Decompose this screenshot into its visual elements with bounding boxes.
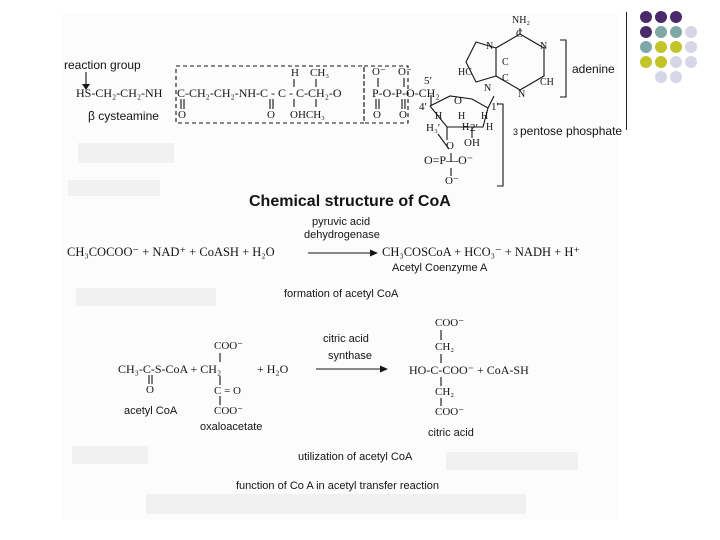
two-prime-label: 2′ xyxy=(470,122,478,134)
reaction1-products: CH₃COSCoA + HCO₃⁻ + NADH + H⁺ xyxy=(382,245,580,259)
pantothenate-chain: C-CH₂-CH₂-NH-C - C - C-CH₂-O xyxy=(177,86,342,100)
reaction2-enzyme-line1: citric acid xyxy=(323,333,369,345)
adenine-n-left: N xyxy=(486,41,494,52)
phosphate-o-1: O xyxy=(373,109,381,121)
reaction1-reactants: CH₃COCOO⁻ + NAD⁺ + CoASH + H₂O xyxy=(67,245,275,259)
ribose-ring-o: O xyxy=(454,95,462,107)
decorative-dot xyxy=(640,41,652,53)
acetyl-coa-o: O xyxy=(146,384,154,396)
decorative-dot xyxy=(655,11,667,23)
adenine-c-mid1: C xyxy=(502,57,509,68)
oxaloacetate-coo-bottom: COO⁻ xyxy=(214,405,244,417)
adenine-c-top: C xyxy=(516,29,523,40)
adenine-n-bottom: N xyxy=(484,83,492,94)
scan-artifact xyxy=(72,446,148,464)
pentose-phosphate-label: pentose phosphate xyxy=(520,124,623,138)
scanned-figure-background xyxy=(62,14,618,520)
three-prime-phosphate-o: O xyxy=(446,140,454,152)
decorative-dot xyxy=(670,26,682,38)
scan-artifact xyxy=(78,143,174,163)
h3-prime-label: H₃′ xyxy=(426,122,441,134)
acetyl-coa-label: acetyl CoA xyxy=(124,405,178,417)
decorative-dot xyxy=(640,11,652,23)
decorative-dot xyxy=(670,71,682,83)
three-prime-phosphate: O=P—O⁻ xyxy=(424,153,474,167)
five-prime-label: 5′ xyxy=(424,75,432,87)
plus-water: + H₂O xyxy=(257,362,289,376)
decorative-dot xyxy=(685,41,697,53)
citrate-coo-bottom: COO⁻ xyxy=(435,406,465,418)
oxaloacetate-coo-top: COO⁻ xyxy=(214,340,244,352)
scan-artifact xyxy=(76,288,216,306)
acetyl-coa-formula: CH₃-C-S-CoA + CH₂ xyxy=(118,362,222,376)
decorative-dot xyxy=(670,11,682,23)
pantothenate-ohch3: OHCH₃ xyxy=(290,109,326,121)
citrate-middle: HO-C-COO⁻ + CoA-SH xyxy=(409,363,529,377)
ribose-h-mid: H xyxy=(458,111,466,122)
oxaloacetate-c-eq-o: C = O xyxy=(214,385,241,397)
decorative-dot xyxy=(640,26,652,38)
phosphate-o-minus-1: O⁻ xyxy=(372,66,386,78)
decorative-dot xyxy=(655,26,667,38)
structure-title: Chemical structure of CoA xyxy=(249,193,451,210)
three-prime-phosphate-o-minus: O⁻ xyxy=(445,175,459,187)
citric-acid-label: citric acid xyxy=(428,427,474,439)
decorative-divider-line xyxy=(626,12,627,130)
decorative-dot xyxy=(655,71,667,83)
decorative-dot xyxy=(640,56,652,68)
ribose-h-right: H xyxy=(481,111,489,122)
pyrophosphate-dashed-box xyxy=(363,65,409,124)
reaction1-caption: formation of acetyl CoA xyxy=(284,288,399,300)
reaction-group-formula: HS-CH₂-CH₂-NH xyxy=(76,86,163,100)
reaction1-enzyme-line1: pyruvic acid xyxy=(312,216,371,228)
reaction2-enzyme-line2: synthase xyxy=(328,350,373,362)
pantothenate-o1: O xyxy=(178,109,186,121)
ribose-h-far: H xyxy=(486,122,494,133)
adenine-ch: CH xyxy=(540,77,554,88)
decorative-dot xyxy=(670,41,682,53)
scan-artifact xyxy=(146,494,526,514)
four-prime-label: 4′ xyxy=(419,101,427,113)
ribose-h-left: H xyxy=(435,111,443,122)
ribose-h-mid2: H xyxy=(462,122,470,133)
phosphate-o-2: O xyxy=(399,109,407,121)
adenine-hc: HC xyxy=(458,67,472,78)
pantothenate-ch3: CH₃ xyxy=(310,67,330,79)
decorative-dot xyxy=(655,41,667,53)
ribose-oh: OH xyxy=(464,137,480,149)
pantothenate-o2: O xyxy=(267,109,275,121)
reaction-group-label: reaction group xyxy=(64,58,141,72)
pentose-prefix: 3 xyxy=(513,127,519,137)
oxaloacetate-label: oxaloacetate xyxy=(200,421,263,433)
adenine-c-mid2: C xyxy=(502,73,509,84)
adenine-n-right: N xyxy=(540,41,548,52)
scan-artifact xyxy=(68,180,160,196)
reaction1-enzyme-line2: dehydrogenase xyxy=(304,229,380,241)
decorative-dot xyxy=(685,56,697,68)
decorative-dot xyxy=(685,26,697,38)
citrate-ch2-top: CH₂ xyxy=(435,341,455,353)
adenine-label: adenine xyxy=(572,62,615,76)
phosphate-o-minus-2: O⁻ xyxy=(398,66,412,78)
decorative-dot xyxy=(670,56,682,68)
reaction1-product-label: Acetyl Coenzyme A xyxy=(392,262,488,274)
adenine-nh2: NH₂ xyxy=(512,15,530,26)
adenine-n-bottom2: N xyxy=(518,89,526,100)
reaction2-caption: utilization of acetyl CoA xyxy=(298,451,413,463)
scan-artifact xyxy=(446,452,578,470)
pantothenate-h: H xyxy=(291,67,299,79)
pyrophosphate-chain: P-O-P-O-CH₂ xyxy=(372,86,440,100)
footer-caption: function of Co A in acetyl transfer reac… xyxy=(236,480,440,492)
one-prime-label: 1′ xyxy=(491,101,499,113)
beta-cysteamine-label: β cysteamine xyxy=(88,109,159,123)
decorative-dot xyxy=(655,56,667,68)
pantothenate-dashed-box xyxy=(175,65,365,124)
citrate-coo-top: COO⁻ xyxy=(435,317,465,329)
citrate-ch2-bottom: CH₂ xyxy=(435,386,455,398)
